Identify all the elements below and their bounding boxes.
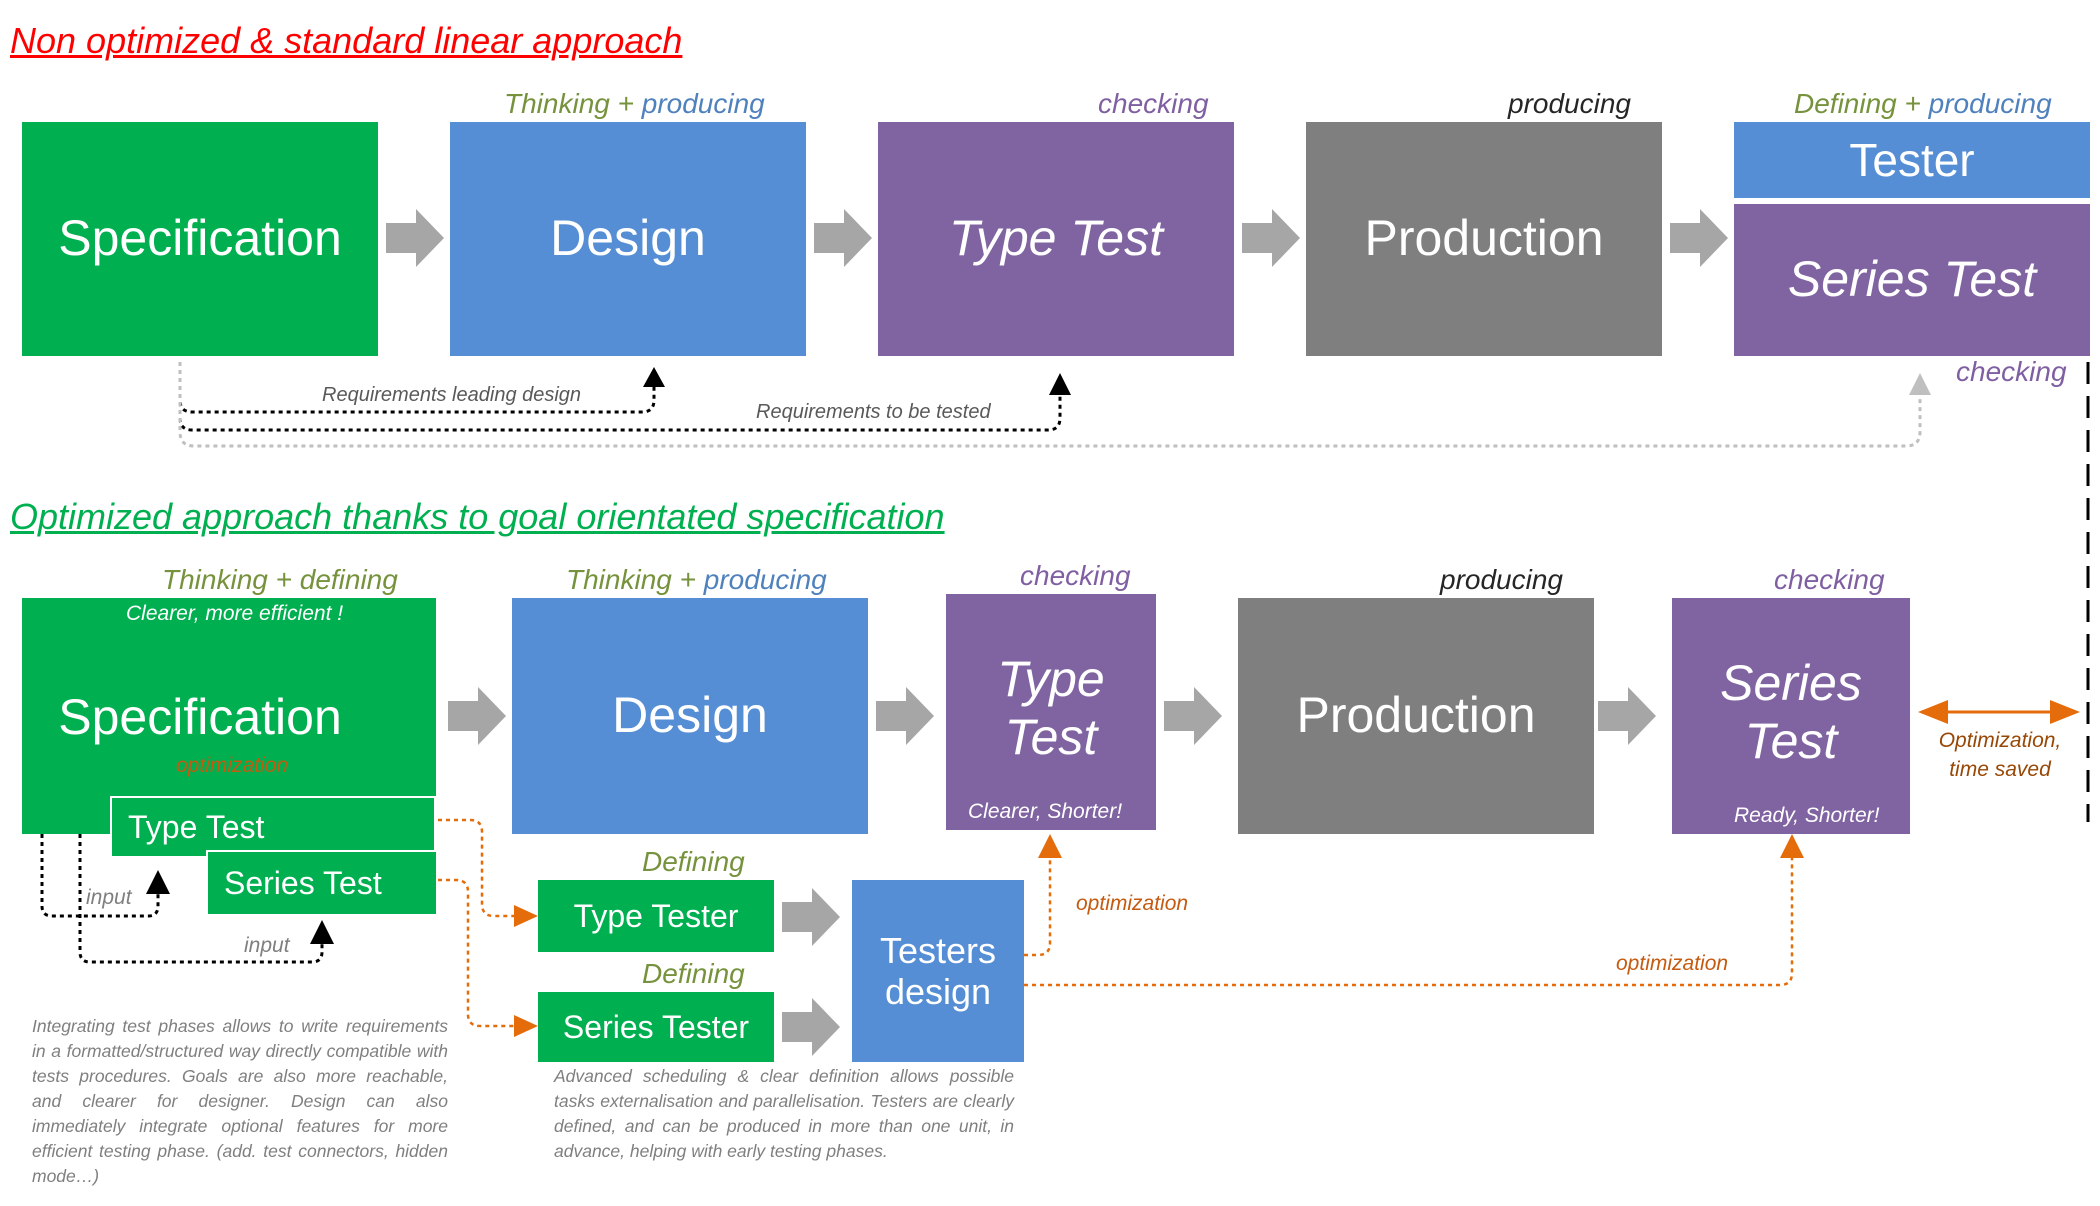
bottom-typetest-tag: checking bbox=[1020, 560, 1131, 591]
spec-series-test-box: Series Test bbox=[206, 850, 438, 916]
type-tester-box: Type Tester bbox=[538, 880, 774, 952]
time-saved-arrow bbox=[1918, 700, 2080, 724]
series-test-improvement-note: Ready, Shorter! bbox=[1734, 804, 1880, 827]
arrow-typetester-to-testers bbox=[782, 888, 840, 946]
top-requirement-links bbox=[178, 362, 1931, 448]
bottom-specification-box: Clearer, more efficient ! Specification … bbox=[22, 598, 436, 834]
top-type-test-box: Type Test bbox=[878, 122, 1234, 356]
top-production-box: Production bbox=[1306, 122, 1662, 356]
bottom-series-test-box: Series Test Ready, Shorter! bbox=[1672, 598, 1910, 834]
arrow-typetest-to-production-2 bbox=[1164, 687, 1222, 745]
input-links bbox=[40, 834, 324, 964]
input-label-1: input bbox=[86, 886, 132, 909]
type-test-improvement-note: Clearer, Shorter! bbox=[968, 800, 1123, 823]
bottom-type-test-title: Type Test bbox=[997, 651, 1105, 765]
bottom-spec-tag: Thinking + defining bbox=[162, 564, 398, 595]
arrow-spec-to-design bbox=[386, 209, 444, 267]
series-optimization-label: optimization bbox=[1616, 952, 1729, 975]
top-series-check-tag: checking bbox=[1956, 356, 2067, 387]
arrow-design-to-typetest-2 bbox=[876, 687, 934, 745]
bottom-heading: Optimized approach thanks to goal orient… bbox=[10, 496, 945, 537]
input-label-2: input bbox=[244, 934, 290, 957]
arrow-design-to-typetest bbox=[814, 209, 872, 267]
arrow-spec-to-design-2 bbox=[448, 687, 506, 745]
time-saved-label: Optimization, time saved bbox=[1938, 729, 2062, 781]
arrow-production-to-series bbox=[1670, 209, 1728, 267]
series-tester-defining-tag: Defining bbox=[642, 958, 745, 989]
bottom-flow-arrows bbox=[448, 687, 1656, 1056]
req-tested-label: Requirements to be tested bbox=[756, 401, 991, 423]
series-tester-box: Series Tester bbox=[538, 992, 774, 1062]
req-design-label: Requirements leading design bbox=[322, 384, 582, 406]
bottom-production-box: Production bbox=[1238, 598, 1594, 834]
top-series-test-box: Series Test bbox=[1734, 204, 2090, 356]
top-design-tag: Thinking + producing bbox=[504, 88, 765, 119]
spec-improvement-note: Clearer, more efficient ! bbox=[126, 602, 344, 625]
top-specification-box: Specification bbox=[22, 122, 378, 356]
top-heading: Non optimized & standard linear approach bbox=[10, 20, 683, 61]
bottom-series-test-title: Series Test bbox=[1720, 655, 1862, 769]
bottom-series-tag: checking bbox=[1774, 564, 1885, 595]
middle-explanation-note: Advanced scheduling & clear definition a… bbox=[554, 1066, 1014, 1161]
top-production-tag: producing bbox=[1508, 88, 1631, 119]
top-tester-tag: Defining + producing bbox=[1794, 88, 2052, 119]
arrow-production-to-series-2 bbox=[1598, 687, 1656, 745]
bottom-production-tag: producing bbox=[1440, 564, 1563, 595]
arrow-seriestester-to-testers bbox=[782, 998, 840, 1056]
bottom-type-test-box: Type Test Clearer, Shorter! bbox=[946, 594, 1156, 830]
left-explanation-note: Integrating test phases allows to write … bbox=[32, 1016, 448, 1186]
typetest-optimization-label: optimization bbox=[1076, 892, 1189, 915]
bottom-specification-title: Specification bbox=[58, 689, 342, 745]
bottom-design-tag: Thinking + producing bbox=[566, 564, 827, 595]
testers-design-box: Testers design bbox=[852, 880, 1024, 1062]
link-req-tested bbox=[178, 362, 1062, 432]
bottom-design-box: Design bbox=[512, 598, 868, 834]
arrow-typetest-to-production bbox=[1242, 209, 1300, 267]
top-tester-box: Tester bbox=[1734, 122, 2090, 198]
tester-links bbox=[438, 818, 1794, 1028]
type-tester-defining-tag: Defining bbox=[642, 846, 745, 877]
top-typetest-tag: checking bbox=[1098, 88, 1209, 119]
top-design-box: Design bbox=[450, 122, 806, 356]
top-flow-arrows bbox=[386, 209, 1728, 267]
spec-type-test-box: Type Test bbox=[110, 796, 436, 858]
link-req-series bbox=[178, 362, 1922, 448]
spec-optimization-label: optimization bbox=[176, 754, 289, 777]
